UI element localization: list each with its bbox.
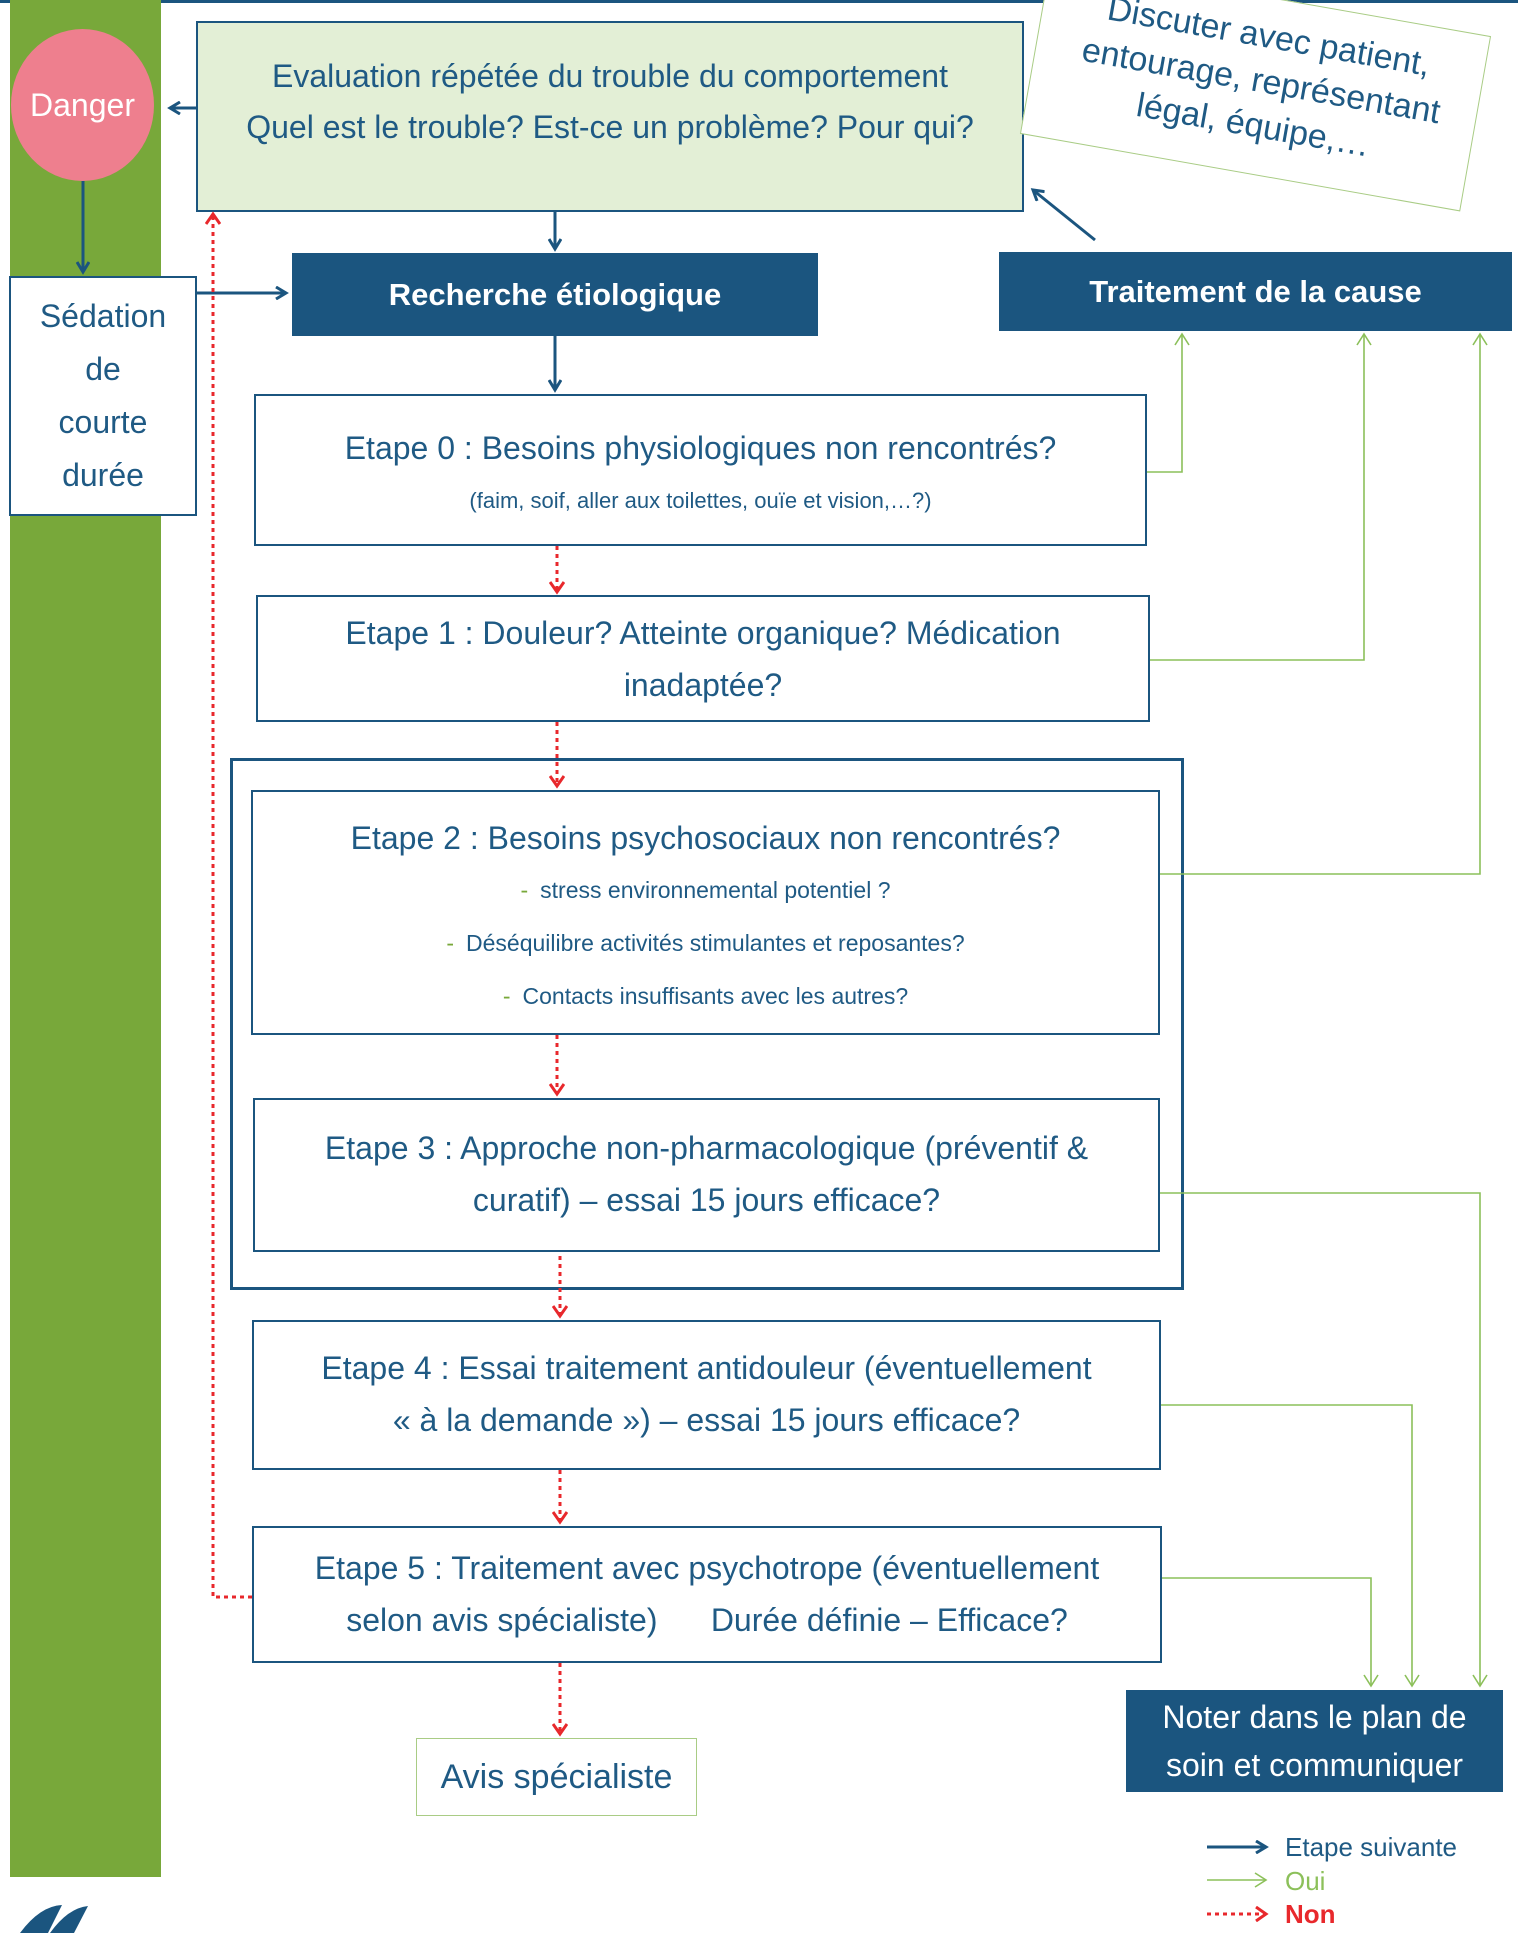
legend-non-label: Non: [1285, 1899, 1336, 1929]
etape-0-title: Etape 0 : Besoins physiologiques non ren…: [344, 430, 1057, 466]
etape-3-box: Etape 3 : Approche non-pharmacologique (…: [253, 1098, 1160, 1252]
etape-4-line: « à la demande ») – essai 15 jours effic…: [392, 1402, 1021, 1438]
etape-4-box: Etape 4 : Essai traitement antidouleur (…: [252, 1320, 1161, 1470]
evaluation-box: Evaluation répétée du trouble du comport…: [196, 21, 1024, 212]
etape-5-line: Etape 5 : Traitement avec psychotrope (é…: [314, 1550, 1100, 1586]
etape-3-line: Etape 3 : Approche non-pharmacologique (…: [324, 1130, 1089, 1166]
etape-1-line: inadaptée?: [623, 667, 783, 703]
danger-circle: Danger: [11, 29, 154, 181]
noter-line: Noter dans le plan de: [1162, 1699, 1467, 1735]
oui-arrow-etape0: [1147, 332, 1190, 473]
etape-4-line: Etape 4 : Essai traitement antidouleur (…: [321, 1350, 1092, 1386]
oui-arrow-etape5: [1162, 1577, 1379, 1688]
evaluation-question: Quel est le trouble? Est-ce un problème?…: [246, 109, 974, 145]
sedation-line: Sédation: [39, 298, 167, 334]
noter-plan-box: Noter dans le plan de soin et communique…: [1126, 1690, 1503, 1792]
sedation-line: de: [85, 351, 121, 387]
avis-label: Avis spécialiste: [440, 1757, 673, 1796]
etape-2-item-text: Déséquilibre activités stimulantes et re…: [466, 930, 965, 956]
etape-3-line: curatif) – essai 15 jours efficace?: [472, 1182, 941, 1218]
traitement-cause-label: Traitement de la cause: [1089, 273, 1422, 309]
etape-2-item: -stress environnemental potentiel ?: [253, 864, 1158, 917]
recherche-etiologique-box: Recherche étiologique: [292, 253, 818, 336]
etape-2-item: -Contacts insuffisants avec les autres?: [253, 970, 1158, 1023]
etape-1-box: Etape 1 : Douleur? Atteinte organique? M…: [256, 595, 1150, 722]
sedation-box: Sédation de courte durée: [9, 276, 197, 516]
etape-2-box: Etape 2 : Besoins psychosociaux non renc…: [251, 790, 1160, 1035]
etape-5-box: Etape 5 : Traitement avec psychotrope (é…: [252, 1526, 1162, 1663]
legend-suivante-label: Etape suivante: [1285, 1832, 1458, 1862]
evaluation-line: Evaluation répétée du trouble du comport…: [272, 58, 948, 94]
noter-line: soin et communiquer: [1165, 1747, 1464, 1783]
danger-label: Danger: [30, 86, 135, 123]
oui-arrow-etape2: [1160, 332, 1488, 875]
etape-2-item: -Déséquilibre activités stimulantes et r…: [253, 917, 1158, 970]
bullet-dash: -: [446, 930, 455, 956]
etape-2-item-text: stress environnemental potentiel ?: [540, 877, 891, 903]
logo-mark: [20, 1905, 88, 1933]
legend-oui-label: Oui: [1285, 1866, 1326, 1896]
sedation-line: courte: [58, 404, 148, 440]
etape-5-line: selon avis spécialiste) Durée définie – …: [346, 1602, 1068, 1638]
legend: [1207, 1847, 1266, 1914]
oui-arrow-etape1: [1150, 332, 1372, 661]
non-loop-to-evaluation: [213, 214, 252, 1599]
oui-arrow-etape3: [1160, 1192, 1488, 1688]
etape-2-title: Etape 2 : Besoins psychosociaux non renc…: [350, 820, 1061, 856]
etapes-2-3-group: [230, 758, 1184, 1290]
bullet-dash: -: [502, 983, 511, 1009]
top-rule: [0, 0, 1518, 3]
avis-specialiste-box: Avis spécialiste: [416, 1738, 697, 1816]
oui-arrow-etape4: [1161, 1404, 1420, 1688]
sedation-line: durée: [62, 457, 144, 493]
bullet-dash: -: [520, 877, 529, 903]
etape-0-box: Etape 0 : Besoins physiologiques non ren…: [254, 394, 1147, 546]
etape-1-line: Etape 1 : Douleur? Atteinte organique? M…: [345, 615, 1061, 651]
etape-0-detail: (faim, soif, aller aux toilettes, ouïe e…: [469, 488, 932, 513]
etape-2-item-text: Contacts insuffisants avec les autres?: [522, 983, 909, 1009]
recherche-label: Recherche étiologique: [388, 276, 722, 312]
arrow-traitement-to-eval: [1033, 190, 1096, 242]
traitement-cause-box: Traitement de la cause: [999, 252, 1512, 331]
